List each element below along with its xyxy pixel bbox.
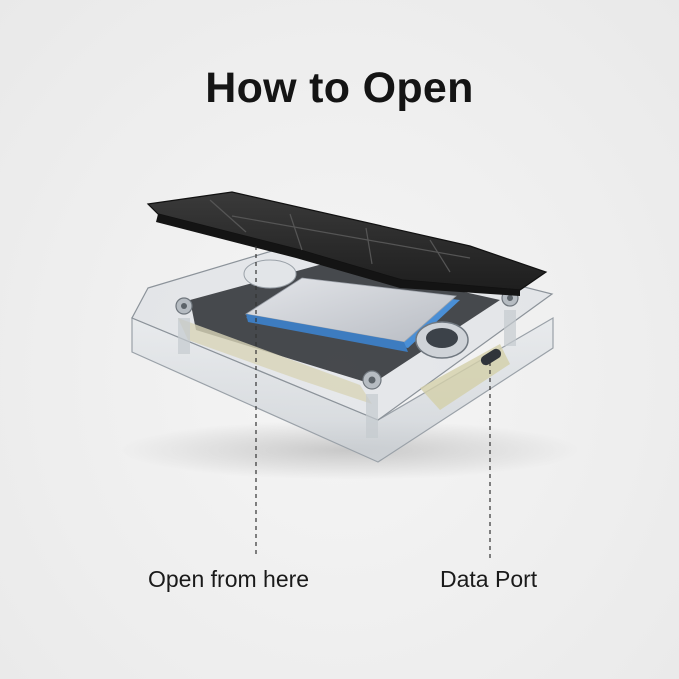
ssd-drive-edge — [246, 314, 408, 352]
circuit-board — [178, 318, 372, 404]
lens-circle — [243, 259, 297, 289]
usb-c-slot — [480, 348, 502, 366]
ssd-drive-silver — [244, 277, 457, 343]
enclosure-lid-edge — [156, 214, 520, 296]
port-housing-inner — [426, 328, 458, 348]
callout-label-data-port: Data Port — [440, 566, 538, 592]
page-title: How to Open — [205, 64, 474, 112]
lid-grooves — [209, 199, 471, 273]
callout-label-open-from-here: Open from here — [148, 566, 310, 592]
